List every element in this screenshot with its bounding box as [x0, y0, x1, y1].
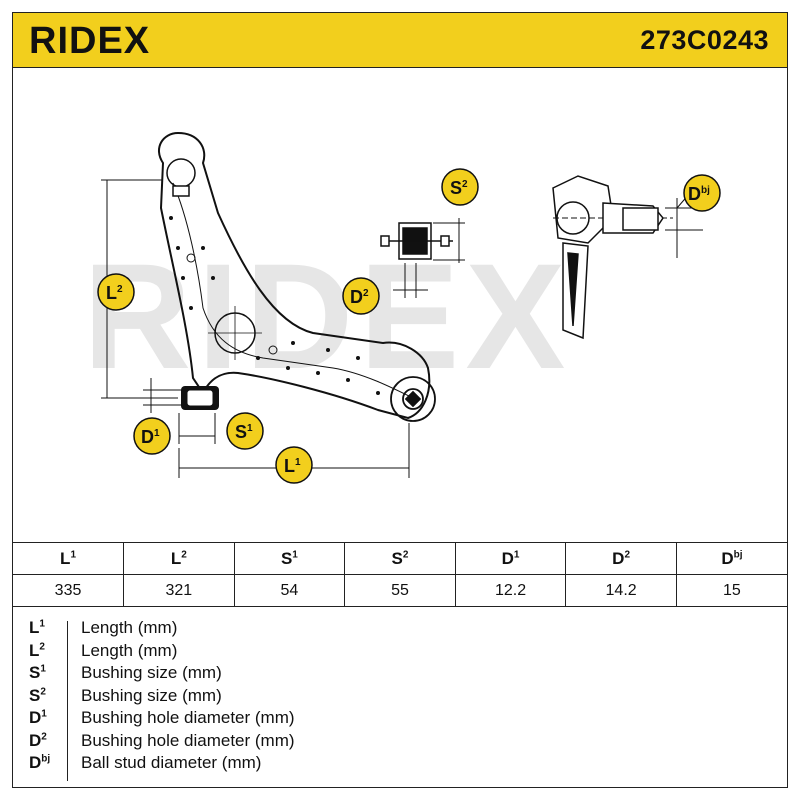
- legend: L1 Length (mm) L2 Length (mm) S1 Bushing…: [13, 617, 787, 781]
- front-bushing: [181, 386, 219, 410]
- table-value-cell: 55: [344, 574, 456, 607]
- badge-l1: L1: [275, 446, 313, 484]
- legend-divider: [67, 621, 68, 781]
- svg-text:L2: L2: [106, 283, 123, 303]
- badge-d2: D2: [342, 277, 380, 315]
- badge-s2: S2: [441, 168, 479, 206]
- ball-joint-detail: [552, 175, 704, 340]
- svg-text:S1: S1: [235, 422, 253, 442]
- table-value-cell: 15: [675, 574, 787, 607]
- table-header-cell: D2: [565, 542, 677, 575]
- legend-item: L1 Length (mm): [13, 617, 787, 640]
- drawing-canvas: RIDEX: [83, 131, 721, 484]
- technical-drawing: RIDEX: [13, 68, 787, 543]
- table-value-cell: 321: [123, 574, 235, 607]
- badge-s1: S1: [226, 412, 264, 450]
- table-header-cell: Dbj: [675, 542, 787, 575]
- legend-code: L2: [29, 640, 45, 660]
- table-header-cell: L1: [13, 542, 125, 575]
- watermark-text: RIDEX: [83, 232, 571, 400]
- svg-text:D2: D2: [350, 287, 369, 307]
- legend-item: D2 Bushing hole diameter (mm): [13, 730, 787, 753]
- table-header-cell: D1: [454, 542, 567, 575]
- legend-description: Bushing hole diameter (mm): [81, 708, 295, 728]
- legend-code: S1: [29, 663, 46, 683]
- legend-description: Bushing size (mm): [81, 663, 222, 683]
- table-header-cell: L2: [123, 542, 235, 575]
- bushing-detail: [380, 218, 465, 298]
- legend-code: L1: [29, 618, 45, 638]
- control-arm: [158, 131, 431, 420]
- rivet-dots: [169, 216, 380, 395]
- badge-dbj: Dbj: [683, 174, 721, 212]
- ball-joint-socket: [390, 376, 436, 422]
- svg-text:S2: S2: [450, 178, 468, 198]
- header-bar: RIDEX 273C0243: [13, 13, 787, 68]
- badge-d1: D1: [133, 417, 171, 455]
- legend-code: D1: [29, 708, 47, 728]
- legend-item: L2 Length (mm): [13, 640, 787, 663]
- legend-description: Length (mm): [81, 618, 178, 638]
- table-value-cell: 54: [233, 574, 346, 607]
- dimensions-table: L1 L2 S1 S2 D1 D2 Dbj 335 321 54 55 12.2…: [13, 542, 787, 607]
- spec-sheet: RIDEX 273C0243 RIDEX: [12, 12, 788, 788]
- svg-text:RIDEX: RIDEX: [29, 20, 150, 60]
- legend-description: Bushing hole diameter (mm): [81, 730, 295, 750]
- svg-text:D1: D1: [141, 427, 160, 447]
- table-value-row: 335 321 54 55 12.2 14.2 15: [13, 574, 787, 607]
- table-value-cell: 12.2: [454, 574, 567, 607]
- legend-item: S1 Bushing size (mm): [13, 662, 787, 685]
- legend-description: Bushing size (mm): [81, 685, 222, 705]
- legend-code: D2: [29, 730, 47, 750]
- legend-code: Dbj: [29, 753, 51, 773]
- ridex-logo: RIDEX: [29, 20, 150, 60]
- table-header-cell: S1: [233, 542, 346, 575]
- legend-item: D1 Bushing hole diameter (mm): [13, 707, 787, 730]
- legend-description: Length (mm): [81, 640, 178, 660]
- top-bushing: [166, 158, 196, 197]
- table-header-cell: S2: [344, 542, 456, 575]
- table-value-cell: 14.2: [565, 574, 677, 607]
- part-number: 273C0243: [640, 25, 769, 55]
- svg-text:Dbj: Dbj: [688, 184, 710, 204]
- legend-item: S2 Bushing size (mm): [13, 685, 787, 708]
- table-value-cell: 335: [13, 574, 125, 607]
- svg-text:L1: L1: [284, 456, 301, 476]
- legend-description: Ball stud diameter (mm): [81, 753, 262, 773]
- table-header-row: L1 L2 S1 S2 D1 D2 Dbj: [13, 542, 787, 575]
- legend-code: S2: [29, 685, 46, 705]
- badge-l2: L2: [97, 273, 135, 311]
- legend-item: Dbj Ball stud diameter (mm): [13, 752, 787, 775]
